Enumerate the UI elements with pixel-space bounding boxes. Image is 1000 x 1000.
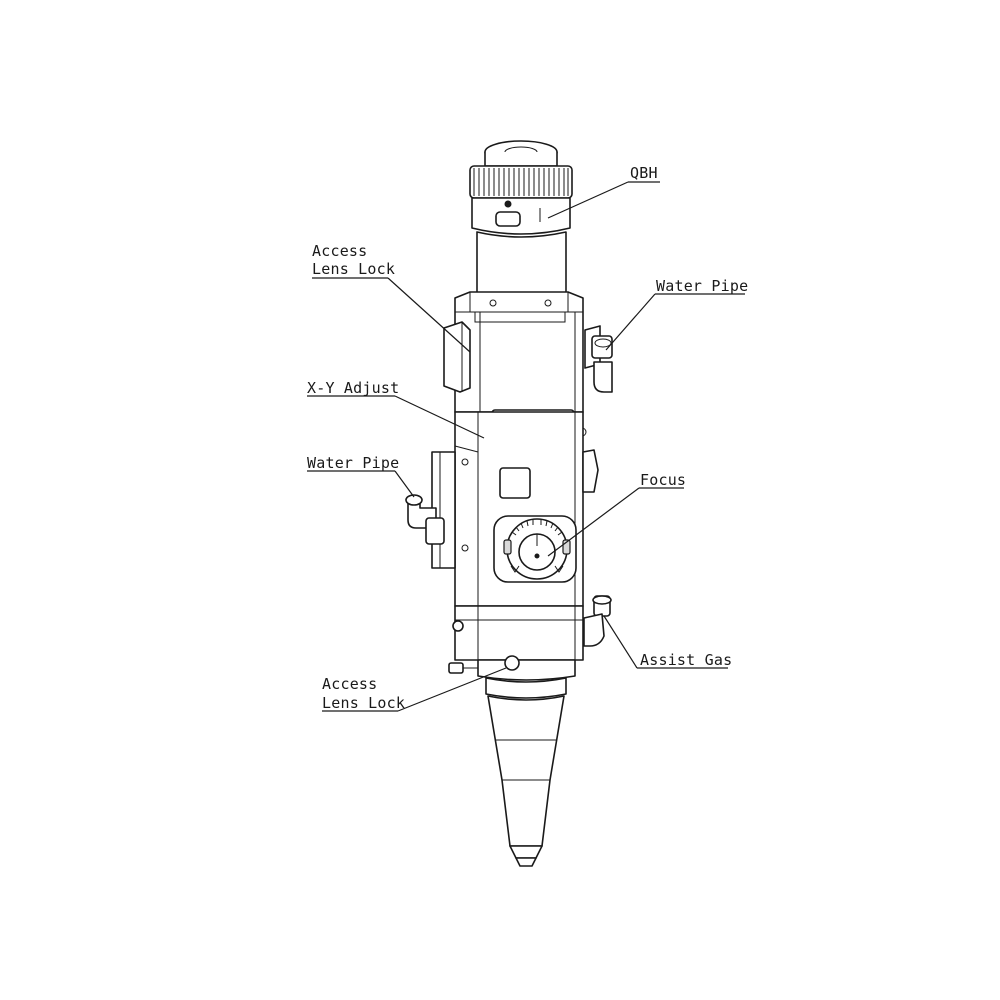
label-qbh: QBH: [630, 164, 658, 182]
label-access-lens-lock-bottom-line1: Access: [322, 675, 377, 693]
lower-housing: [448, 605, 584, 699]
water-pipe-fitting-right: [584, 325, 613, 393]
label-access-lens-lock-bottom-line2: Lens Lock: [322, 694, 405, 712]
label-water-pipe-right: Water Pipe: [656, 277, 748, 295]
label-access-lens-lock-top-line1: Access: [312, 242, 367, 260]
qbh-connector: [469, 140, 573, 303]
label-xy-adjust: X-Y Adjust: [307, 379, 399, 397]
callout-labels: QBH Access Lens Lock Water Pipe X-Y Adju…: [307, 164, 748, 712]
focus-dial: [493, 515, 577, 583]
nozzle-cone: [487, 695, 565, 867]
assist-gas-fitting: [583, 595, 612, 647]
label-access-lens-lock-top-line2: Lens Lock: [312, 260, 395, 278]
knurled-ring-texture: [473, 168, 569, 196]
label-assist-gas: Assist Gas: [640, 651, 732, 669]
label-water-pipe-left: Water Pipe: [307, 454, 399, 472]
dial-ticks: [511, 520, 563, 536]
leader-lines: [307, 181, 745, 712]
label-focus: Focus: [640, 471, 686, 489]
water-pipe-fitting-left: [405, 494, 445, 545]
